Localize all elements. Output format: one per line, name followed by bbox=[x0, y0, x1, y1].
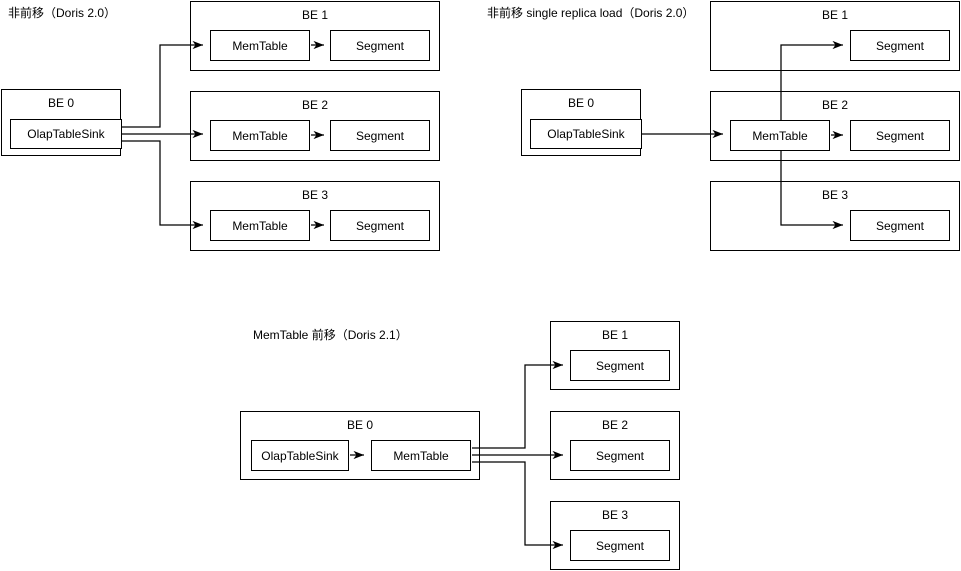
be-container-tr-be3: BE 3 bbox=[710, 181, 960, 251]
node-b-be2-segment: Segment bbox=[570, 440, 670, 471]
be-container-label: BE 3 bbox=[601, 508, 628, 522]
node-tl-olaptablesink: OlapTableSink bbox=[10, 119, 122, 149]
be-container-tl-be3: BE 3 bbox=[190, 181, 440, 251]
be-container-label: BE 2 bbox=[601, 418, 628, 432]
node-b-be1-segment: Segment bbox=[570, 350, 670, 381]
be-container-b-be0: BE 0 bbox=[240, 411, 480, 480]
be-container-label: BE 1 bbox=[601, 328, 628, 342]
node-tl-be1-segment: Segment bbox=[330, 30, 430, 61]
be-container-label: BE 2 bbox=[821, 98, 848, 112]
be-container-b-be3: BE 3 bbox=[550, 501, 680, 570]
node-tr-be2-segment: Segment bbox=[850, 120, 950, 151]
be-container-label: BE 3 bbox=[301, 188, 328, 202]
be-container-tl-be2: BE 2 bbox=[190, 91, 440, 161]
be-container-tr-be2: BE 2 bbox=[710, 91, 960, 161]
node-b-memtable: MemTable bbox=[371, 440, 471, 471]
be-container-tr-be1: BE 1 bbox=[710, 1, 960, 71]
be-container-label: BE 2 bbox=[301, 98, 328, 112]
be-container-label: BE 0 bbox=[346, 418, 373, 432]
panel-title-top-right: 非前移 single replica load（Doris 2.0） bbox=[487, 6, 695, 20]
node-tr-olaptablesink: OlapTableSink bbox=[530, 119, 642, 149]
be-container-tl-be1: BE 1 bbox=[190, 1, 440, 71]
node-tr-be1-segment: Segment bbox=[850, 30, 950, 61]
node-tr-be3-segment: Segment bbox=[850, 210, 950, 241]
node-tl-be2-memtable: MemTable bbox=[210, 120, 310, 151]
be-container-label: BE 1 bbox=[301, 8, 328, 22]
node-tl-be2-segment: Segment bbox=[330, 120, 430, 151]
be-container-label: BE 3 bbox=[821, 188, 848, 202]
node-b-be3-segment: Segment bbox=[570, 530, 670, 561]
be-container-label: BE 1 bbox=[821, 8, 848, 22]
be-container-b-be1: BE 1 bbox=[550, 321, 680, 390]
node-tl-be3-memtable: MemTable bbox=[210, 210, 310, 241]
node-b-olaptablesink: OlapTableSink bbox=[251, 440, 349, 471]
node-tr-be2-memtable: MemTable bbox=[730, 120, 830, 151]
panel-title-bottom: MemTable 前移（Doris 2.1） bbox=[253, 328, 408, 342]
node-tl-be1-memtable: MemTable bbox=[210, 30, 310, 61]
node-tl-be3-segment: Segment bbox=[330, 210, 430, 241]
be-container-label: BE 0 bbox=[567, 96, 594, 110]
be-container-b-be2: BE 2 bbox=[550, 411, 680, 480]
panel-title-top-left: 非前移（Doris 2.0） bbox=[8, 6, 117, 20]
be-container-label: BE 0 bbox=[47, 96, 74, 110]
